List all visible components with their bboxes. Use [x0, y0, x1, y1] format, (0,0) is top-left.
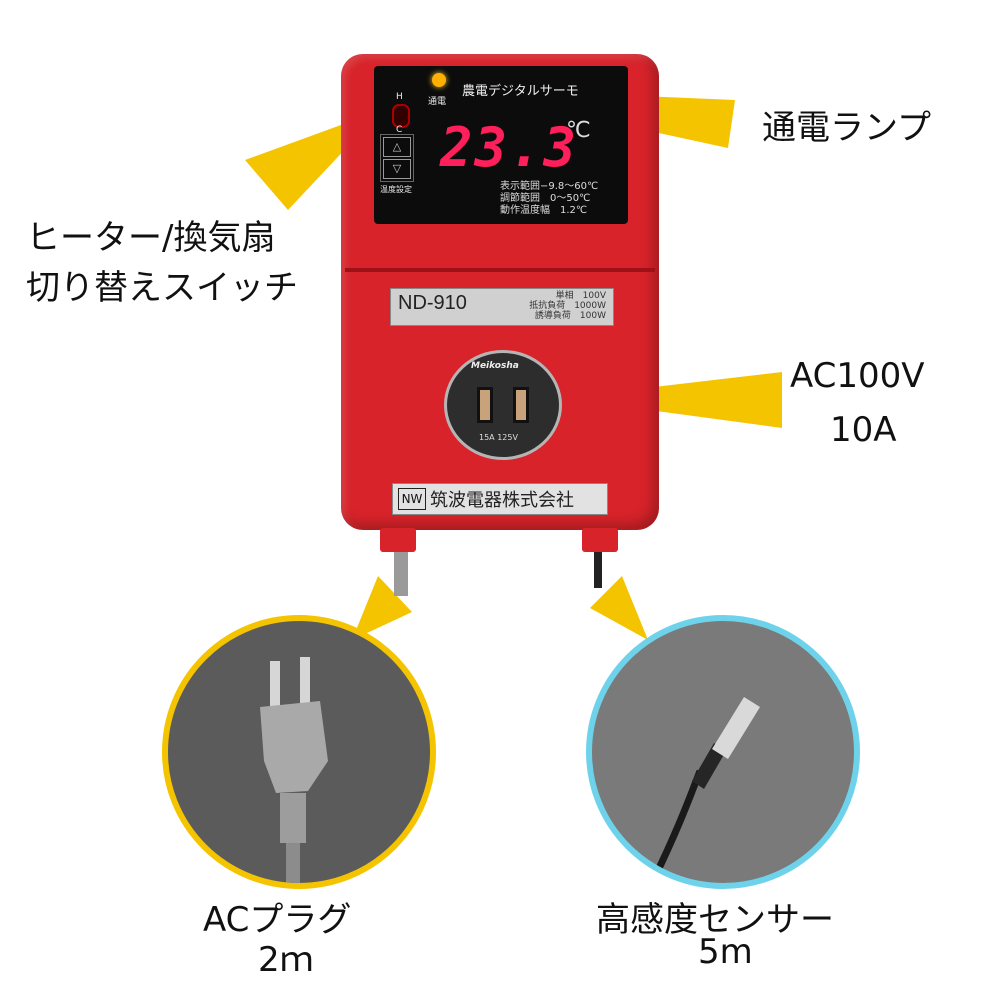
- model-number: ND-910: [398, 292, 467, 314]
- plate-spec-line: 抵抗負荷 1000W: [529, 301, 606, 311]
- sensor-probe-tip: [712, 697, 760, 759]
- switch-c-label: C: [396, 125, 403, 135]
- spec-list: 表示範囲−9.8〜60℃ 調節範囲 0〜50℃ 動作温度幅 1.2℃: [500, 181, 598, 217]
- plug-callout-line2: 2ｍ: [258, 940, 314, 980]
- outlet-slot: [477, 387, 493, 423]
- spec-line: 表示範囲−9.8〜60℃: [500, 181, 599, 192]
- product-title: 農電デジタルサーモ: [462, 84, 579, 99]
- plug-head: [260, 701, 328, 793]
- body-seam: [345, 268, 655, 272]
- model-plate: [390, 288, 614, 326]
- sensor-sleeve: [692, 743, 726, 789]
- power-lamp: [432, 73, 446, 87]
- maker-name: 筑波電器株式会社: [430, 490, 574, 511]
- lamp-callout: 通電ランプ: [762, 108, 931, 148]
- plug-prong: [270, 661, 280, 711]
- pointer-plug: [352, 576, 412, 640]
- sensor-cable-foot: [582, 528, 618, 552]
- switch-callout-line2: 切り替えスイッチ: [26, 268, 298, 308]
- temp-buttons: △ ▽: [380, 134, 414, 182]
- maker-plate: [392, 483, 608, 515]
- plate-spec-line: 誘導負荷 100W: [534, 311, 606, 321]
- sensor-illustration: [648, 697, 760, 883]
- sensor-photo: [586, 615, 860, 889]
- sensor-callout-line1: 高感度センサー: [596, 900, 834, 940]
- plate-specs: 単相 100V 抵抗負荷 1000W 誘導負荷 100W: [510, 291, 606, 321]
- pointer-sensor: [590, 576, 648, 640]
- triangle-down-icon[interactable]: ▽: [383, 159, 411, 179]
- power-outlet[interactable]: Meikosha 15A 125V: [444, 350, 562, 460]
- plug-cable: [394, 552, 408, 596]
- spec-line: 動作温度幅 1.2℃: [500, 205, 588, 216]
- plug-callout-line1: ACプラグ: [203, 900, 352, 940]
- sensor-cable: [594, 552, 602, 588]
- triangle-up-icon[interactable]: △: [383, 137, 411, 157]
- plug-strain-relief: [280, 793, 306, 843]
- ac-plug-photo: [162, 615, 436, 889]
- temp-set-label: 温度設定: [380, 185, 412, 194]
- outlet-slot: [513, 387, 529, 423]
- outlet-brand: Meikosha: [471, 361, 519, 371]
- plate-spec-line: 単相 100V: [555, 291, 606, 301]
- outlet-callout-line1: AC100V: [790, 356, 925, 396]
- control-panel: [374, 66, 628, 224]
- switch-h-label: H: [396, 92, 403, 102]
- outlet-rating: 15A 125V: [479, 433, 518, 442]
- maker-logo: NW: [398, 488, 426, 510]
- sensor-cable-line: [648, 769, 704, 883]
- plug-illustration: [260, 657, 328, 883]
- switch-callout-line1: ヒーター/換気扇: [26, 218, 276, 258]
- display-unit: ℃: [566, 118, 591, 143]
- heater-fan-switch[interactable]: [392, 104, 410, 128]
- plug-cable-foot: [380, 528, 416, 552]
- outlet-callout-line2: 10A: [830, 410, 897, 450]
- temperature-display: 23.3: [440, 116, 579, 179]
- pointer-outlet: [560, 372, 782, 428]
- plug-prong: [300, 657, 310, 707]
- spec-line: 調節範囲 0〜50℃: [500, 193, 591, 204]
- sensor-callout-line2: 5m: [698, 932, 753, 972]
- lamp-small-label: 通電: [428, 97, 447, 107]
- plug-cord: [286, 843, 300, 883]
